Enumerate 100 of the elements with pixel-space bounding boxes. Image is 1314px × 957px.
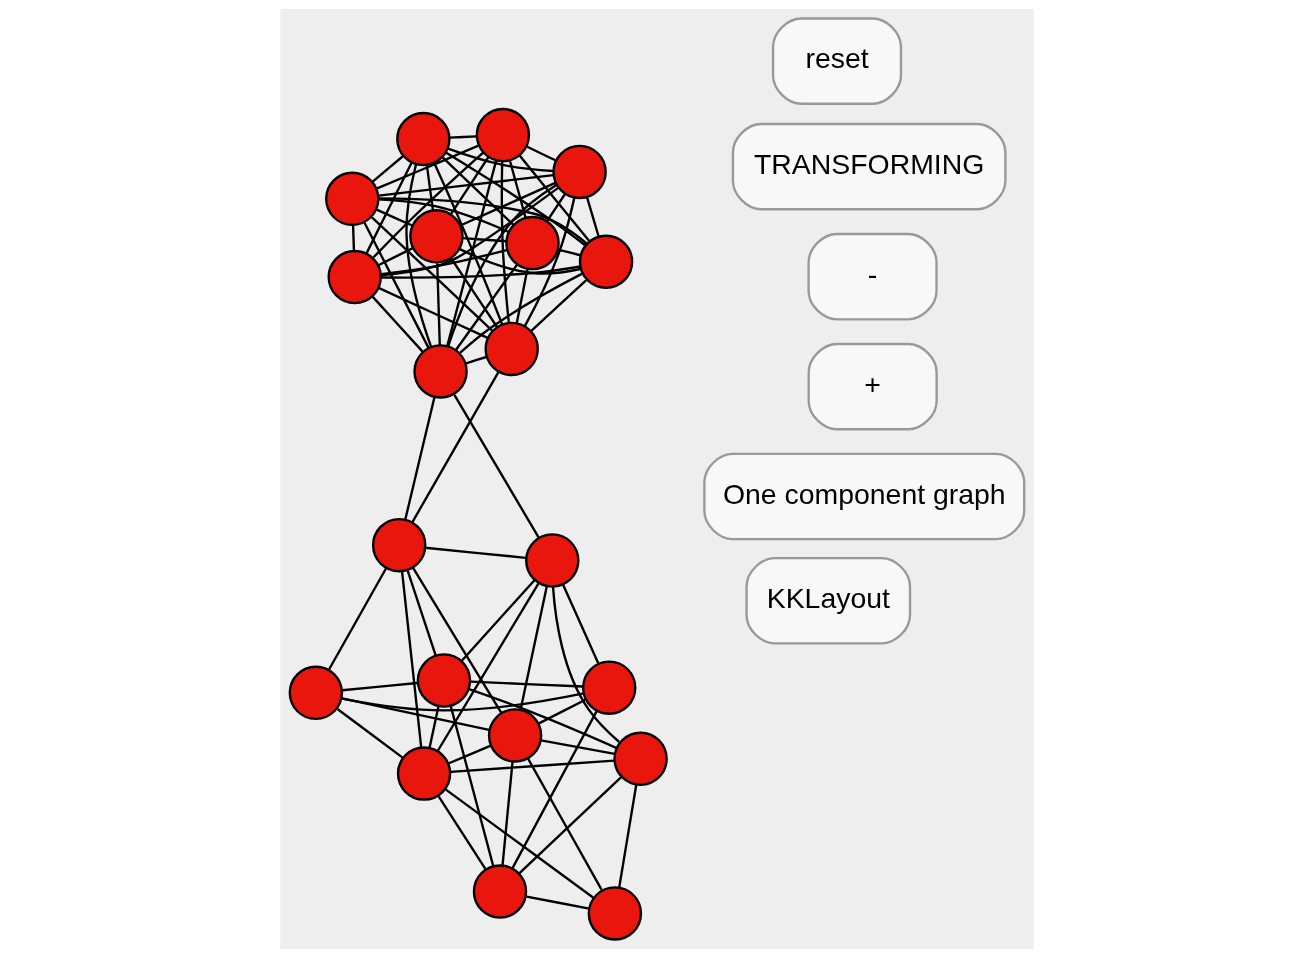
connector [447,183,557,346]
node-circle [371,517,427,572]
connector [436,262,441,345]
connector [378,196,588,244]
connector [562,583,600,664]
node-circle [487,707,543,763]
connector [428,706,440,748]
connector [557,247,581,256]
connector [618,784,638,888]
connector [519,585,548,710]
connector [371,215,493,331]
connector [526,144,556,161]
label: One component graph [722,477,1006,510]
node-circle [525,532,580,588]
connector [363,221,430,349]
connector [437,795,487,869]
connector [450,758,615,773]
node-circle [288,665,344,720]
node-circle [475,107,531,162]
node-circle [409,208,464,264]
connector [449,134,477,139]
connector [540,738,615,755]
connector [468,687,618,749]
label: reset [805,41,869,74]
node-circle [472,863,528,919]
connector [459,181,556,227]
connector [371,154,404,182]
label: TRANSFORMING [753,147,985,180]
node-circle [327,249,382,304]
node-circle [325,171,380,226]
connector [380,186,559,276]
label: - [867,257,878,290]
node-circle [552,144,607,199]
connector [454,263,518,351]
node-circle [396,111,451,166]
connector [450,156,490,215]
connector [508,160,527,218]
connector [501,761,514,866]
connector [449,705,495,866]
connector [411,370,500,522]
connector [404,396,436,520]
connector [375,207,413,227]
connector [378,286,489,339]
connector [351,224,356,251]
label: KKLayout [766,581,890,614]
connector [406,569,437,656]
connector [378,173,554,197]
connector [453,393,540,538]
connector [411,566,503,714]
connector [470,680,583,688]
connector [465,355,487,365]
connector [400,570,423,747]
connector [523,197,576,327]
connector [378,197,510,233]
connector [546,193,566,222]
connector [537,698,586,725]
connector [518,154,590,242]
connector [436,582,540,752]
connector [341,696,490,731]
node-circle [413,343,468,399]
connector [462,236,507,242]
connector [376,144,479,190]
connector [425,164,435,211]
node-circle [396,745,452,801]
connector [442,156,515,226]
node-circle [613,731,668,786]
connector [446,160,498,346]
connector [459,272,583,354]
connector [365,162,413,254]
connector [518,775,622,874]
connector [585,196,600,237]
connector [342,681,418,691]
node-circle [578,234,634,289]
node-circle [484,321,539,376]
connector [444,787,594,898]
connector [433,161,504,325]
connector [500,161,510,323]
connector [445,151,586,246]
connector [527,757,603,890]
connector [460,578,536,661]
connector [530,278,587,332]
node-circle [505,215,560,270]
connector [378,246,413,266]
connector [327,567,388,670]
connector [381,264,581,279]
connector [447,744,491,765]
connector [511,710,598,869]
connector [515,268,529,323]
connector [372,151,484,258]
node-circle [587,885,643,941]
connector [447,147,554,172]
connector [337,707,404,759]
connector [551,586,620,743]
connector [450,257,499,328]
connector [405,163,433,347]
node-circle [581,659,637,715]
node-circle [416,652,472,708]
connector [526,894,590,910]
connector [458,247,581,275]
connector [381,248,507,275]
